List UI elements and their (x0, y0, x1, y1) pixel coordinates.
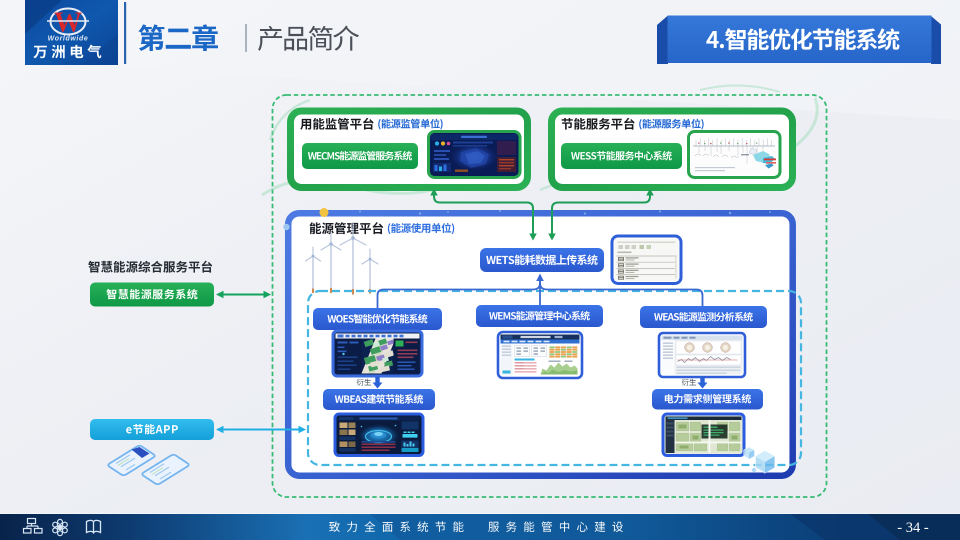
svg-text:Worldwide: Worldwide (48, 36, 89, 43)
svg-text:W: W (54, 8, 82, 39)
svg-text:- 34 -: - 34 - (897, 520, 929, 536)
